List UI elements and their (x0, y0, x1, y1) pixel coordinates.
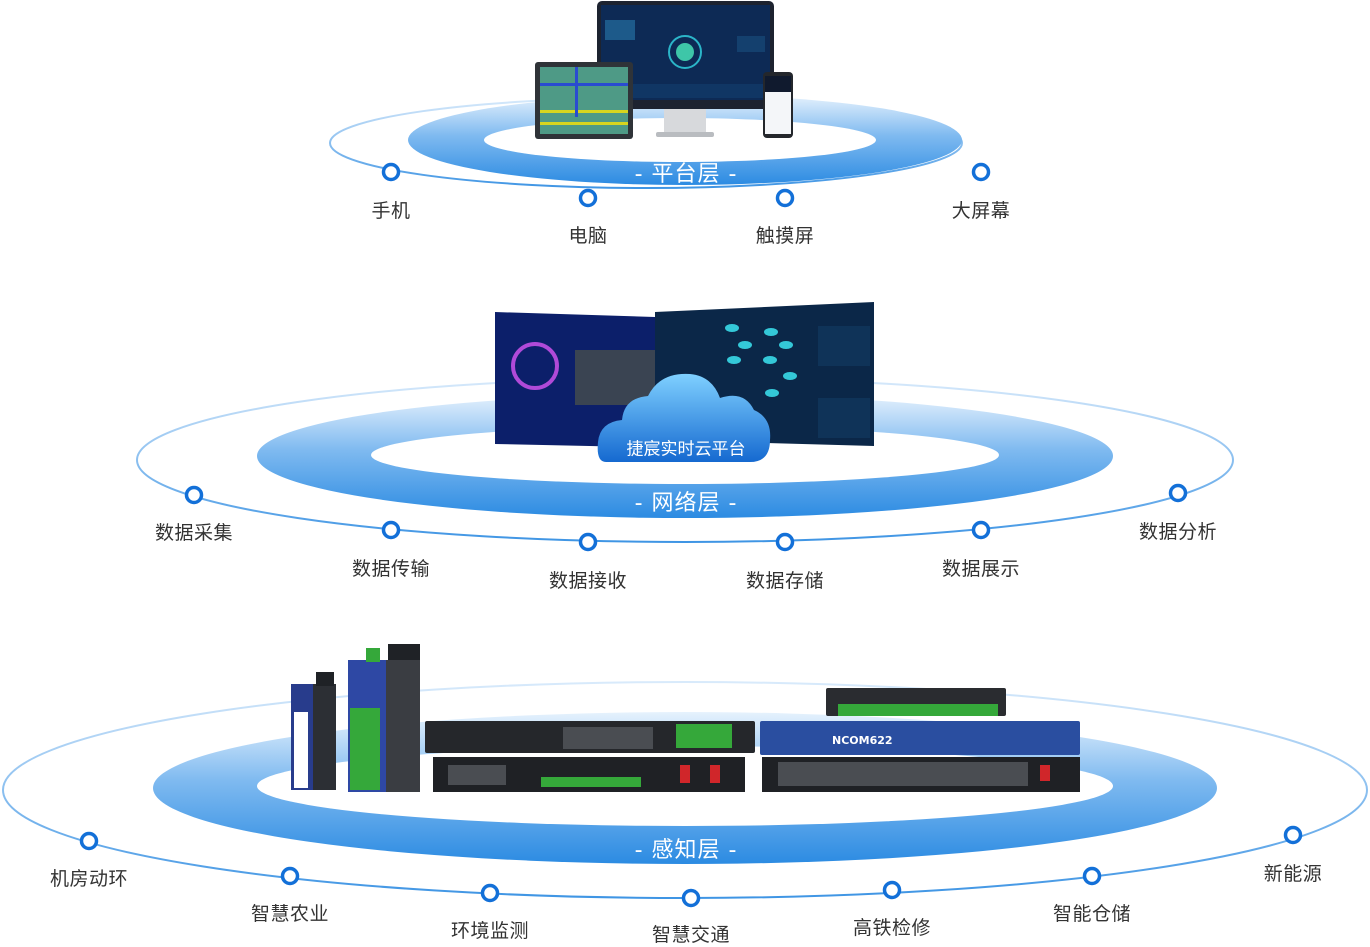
ncom622-serial-server (760, 721, 1080, 755)
platform-node-touchscreen: 触摸屏 (755, 225, 815, 247)
smartphone-device (763, 72, 793, 138)
network-node-analysis: 数据分析 (1138, 521, 1218, 543)
cloud-icon (597, 373, 771, 462)
network-node-reception: 数据接收 (548, 570, 628, 592)
io-module-large (348, 644, 420, 792)
platform-node-computer: 电脑 (568, 225, 608, 247)
network-node-markers (184, 483, 1188, 552)
network-node-collection: 数据采集 (154, 522, 234, 544)
network-node-display: 数据展示 (941, 558, 1021, 580)
network-node-storage: 数据存储 (745, 570, 825, 592)
perception-node-traffic: 智慧交通 (651, 924, 731, 946)
rack-switch-upper-left (425, 721, 755, 753)
cloud-platform-label: 捷宸实时云平台 (626, 439, 746, 460)
perception-node-agriculture: 智慧农业 (250, 903, 330, 925)
perception-layer-title: - 感知层 - (634, 838, 738, 863)
rack-serial-server-lower (762, 757, 1080, 792)
perception-node-warehouse: 智能仓储 (1052, 903, 1132, 925)
platform-node-phone: 手机 (371, 200, 411, 222)
perception-node-datacenter: 机房动环 (49, 868, 129, 890)
perception-node-markers (79, 825, 1303, 908)
perception-node-environment: 环境监测 (450, 920, 530, 942)
device-model-label: NCOM622 (832, 734, 893, 747)
platform-node-markers (381, 162, 991, 208)
perception-node-new-energy: 新能源 (1263, 863, 1323, 885)
io-module-small (291, 672, 336, 790)
perception-node-railway: 高铁检修 (852, 917, 932, 939)
platform-node-large-screen: 大屏幕 (951, 200, 1011, 222)
terminal-block-device (826, 688, 1006, 716)
rack-switch-lower-left (433, 757, 745, 792)
touch-panel-device (535, 62, 633, 139)
platform-layer-title: - 平台层 - (634, 162, 738, 187)
network-node-transmission: 数据传输 (351, 558, 431, 580)
network-layer-title: - 网络层 - (634, 491, 738, 516)
